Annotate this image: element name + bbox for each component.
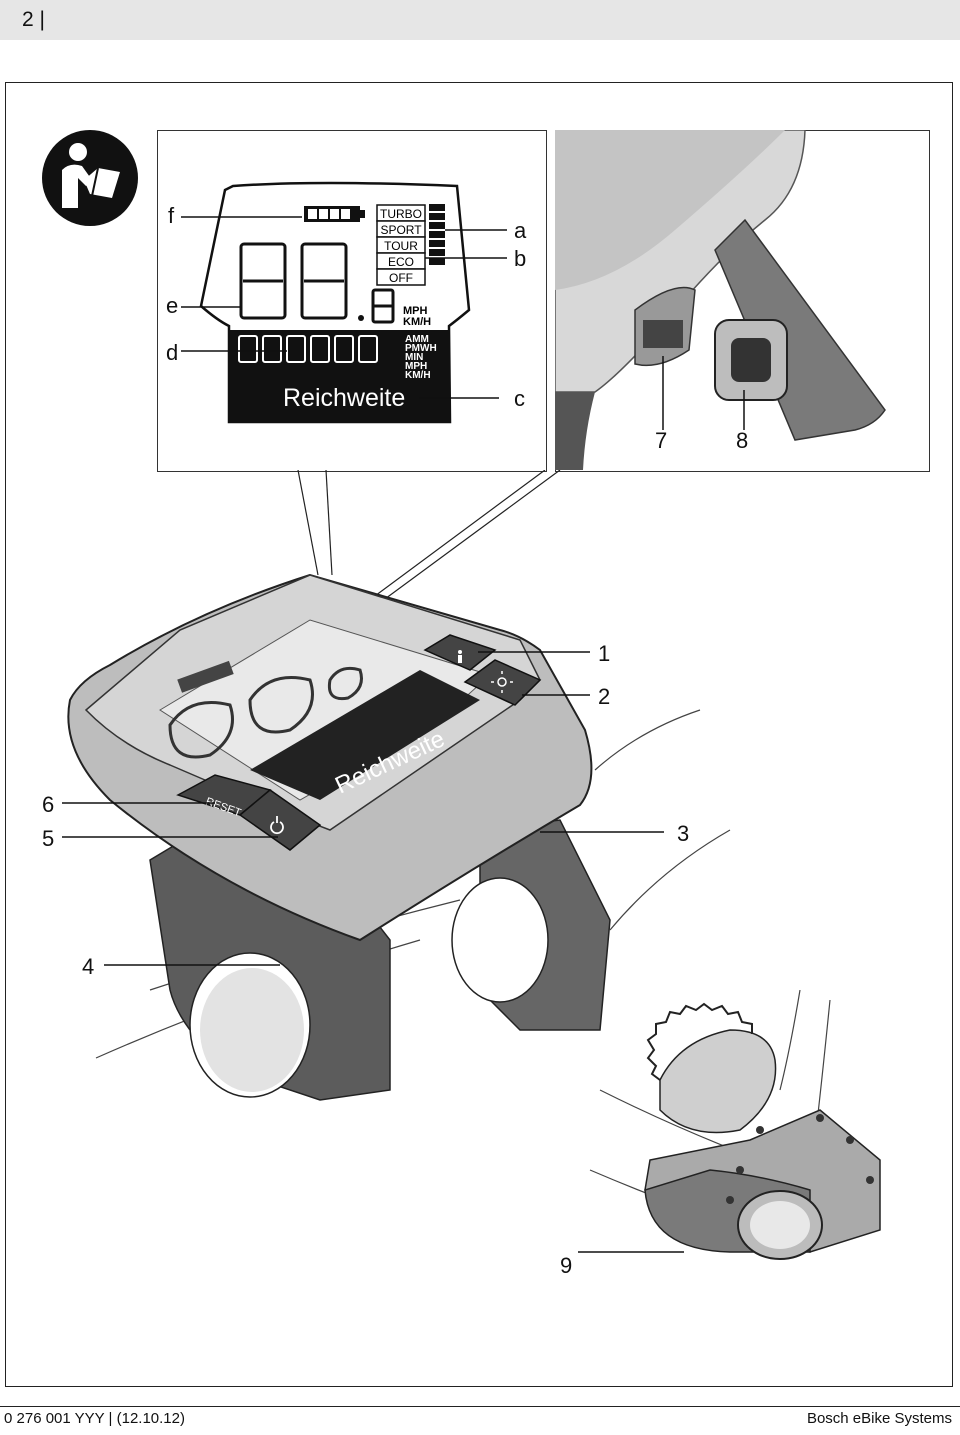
display-text-line: Reichweite — [283, 384, 405, 412]
callout-e: e — [166, 293, 179, 318]
footer-doc-number: 0 276 001 YYY | (12.10.12) — [4, 1410, 185, 1427]
power-icon — [270, 816, 284, 835]
callout-b: b — [514, 246, 527, 271]
mode-tour: TOUR — [384, 239, 418, 253]
page-header: 2 | — [0, 0, 960, 40]
unit-stack-3: MPH — [405, 361, 427, 372]
mode-turbo: TURBO — [380, 207, 422, 221]
display-detail-drawing: TURBO SPORT TOUR ECO OFF MPH KM/H AMM PM… — [181, 181, 507, 424]
unit-mph: MPH — [403, 305, 428, 317]
light-icon — [491, 671, 513, 693]
callout-7: 7 — [655, 428, 668, 453]
page-number: 2 | — [22, 8, 45, 31]
onboard-computer-drawing: Reichweite RESET — [62, 470, 731, 1101]
read-manual-icon — [42, 130, 138, 226]
unit-stack-4: KM/H — [405, 370, 431, 381]
info-icon — [458, 650, 462, 663]
mode-eco: ECO — [388, 255, 414, 269]
callout-a: a — [514, 218, 527, 243]
figure-frame — [5, 82, 953, 1387]
connector-detail-drawing — [555, 130, 886, 470]
callout-3: 3 — [677, 821, 690, 846]
unit-kmh: KM/H — [403, 316, 431, 328]
unit-stack-2: MIN — [405, 352, 423, 363]
callout-c: c — [514, 386, 525, 411]
callout-6: 6 — [42, 792, 55, 817]
callout-4: 4 — [82, 954, 95, 979]
mode-off: OFF — [389, 271, 413, 285]
drive-unit-drawing — [578, 990, 881, 1260]
footer-publisher: Bosch eBike Systems — [806, 1410, 952, 1427]
callout-d: d — [166, 340, 179, 365]
callout-1: 1 — [598, 641, 611, 666]
callout-9: 9 — [560, 1253, 573, 1278]
callout-f: f — [168, 203, 175, 228]
callout-5: 5 — [42, 826, 55, 851]
footer-rule — [0, 1406, 960, 1407]
unit-stack-0: AMM — [405, 334, 429, 345]
callout-8: 8 — [736, 428, 749, 453]
unit-stack-1: PMWH — [405, 343, 437, 354]
mode-sport: SPORT — [380, 223, 422, 237]
callout-2: 2 — [598, 684, 611, 709]
